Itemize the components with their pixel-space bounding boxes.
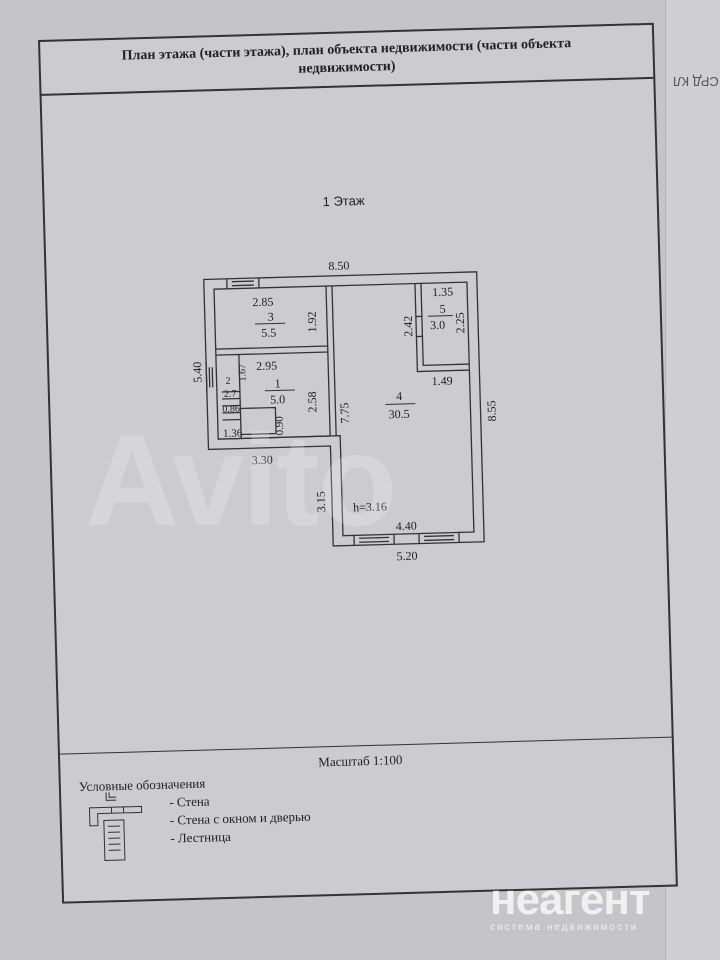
- room5-width: 1.35: [432, 285, 453, 300]
- document-frame: План этажа (части этажа), план объекта н…: [38, 22, 678, 904]
- neagent-logo: неагент система недвижимости: [490, 875, 650, 934]
- room2-dim-c: 0.90: [274, 415, 287, 435]
- avito-watermark: Avito: [85, 407, 397, 553]
- room1-number: 1: [274, 376, 280, 390]
- dim-left-total: 5.40: [190, 361, 205, 382]
- dim-right-total: 8.55: [484, 400, 499, 421]
- room2-dim-b: 1.36: [223, 427, 243, 440]
- room2-number: 2: [225, 376, 230, 387]
- legend-icons: [88, 792, 143, 861]
- neagent-logo-subtitle: система недвижимости: [490, 922, 639, 933]
- dim-bottom-inner: 4.40: [396, 519, 417, 534]
- dim-top-total: 8.50: [328, 258, 349, 273]
- room3-length: 1.92: [305, 311, 320, 332]
- dim-room4-height: 7.75: [337, 402, 352, 423]
- floor-plan: 8.50 5.40 8.55 3.30 3.15 4.40 5.20 7.75 …: [88, 258, 499, 861]
- scale-label: Масштаб 1:100: [318, 752, 403, 770]
- room3-number: 3: [268, 310, 274, 324]
- room1-area: 5.0: [270, 392, 285, 406]
- dim-bottom-left: 3.30: [252, 453, 273, 468]
- wall-legend-icon: [105, 792, 117, 801]
- room5-number: 5: [439, 302, 445, 316]
- room5-length: 2.25: [453, 312, 468, 333]
- walls: [203, 271, 485, 547]
- legend-stairs: - Лестница: [170, 828, 232, 846]
- dim-step-height: 3.15: [314, 491, 329, 512]
- ceiling-height: h=3.16: [353, 499, 387, 514]
- room2-width: 1.67: [237, 364, 248, 382]
- legend-wall: - Стена: [169, 793, 210, 810]
- room2-area: 2.7: [224, 389, 237, 400]
- room2-dim-a: 0.86: [222, 404, 240, 415]
- stairs-legend-icon: [103, 819, 126, 861]
- adjacent-page-header: СРД КЛ: [673, 74, 719, 89]
- room1-width: 2.95: [256, 358, 277, 373]
- dim-bottom-outer: 5.20: [396, 549, 417, 564]
- room4-area: 30.5: [388, 407, 409, 422]
- room3-width: 2.85: [252, 295, 273, 310]
- room1-length: 2.58: [305, 391, 320, 412]
- room4-number: 4: [396, 389, 402, 403]
- room5-outer-height: 2.42: [401, 316, 416, 337]
- window-door-legend-icon: [88, 805, 143, 827]
- neagent-logo-text: неагент: [490, 875, 650, 924]
- room3-area: 5.5: [261, 325, 276, 339]
- room5-area: 3.0: [430, 318, 445, 332]
- room5-outer-width: 1.49: [431, 374, 452, 389]
